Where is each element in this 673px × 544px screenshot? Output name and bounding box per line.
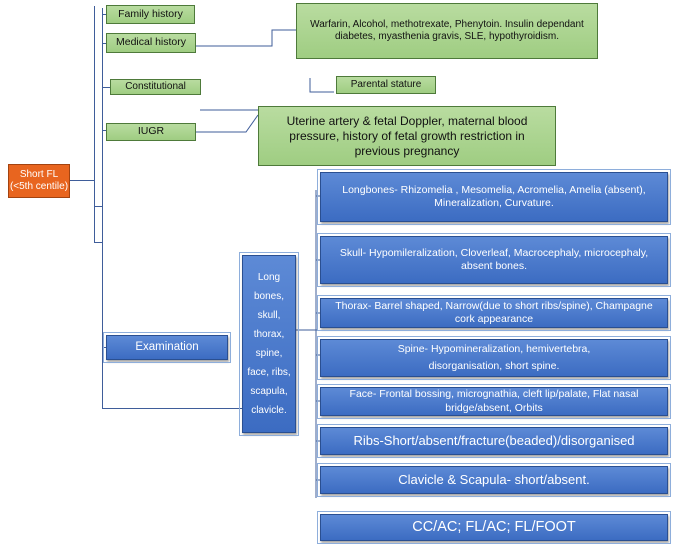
examination-parts-label: Long bones, skull, thorax, spine, face, … (247, 272, 291, 416)
ratios-text: CC/AC; FL/AC; FL/FOOT (412, 519, 576, 536)
medical-history-detail-node: Warfarin, Alcohol, methotrexate, Phenyto… (296, 3, 598, 59)
connector (94, 242, 102, 243)
finding-spine-text: Spine- Hypomineralization, hemivertebra,… (397, 343, 591, 372)
connector (94, 206, 102, 207)
constitutional-label: Constitutional (125, 80, 186, 92)
examination-node: Examination (103, 332, 231, 363)
finding-ribs-text: Ribs-Short/absent/fracture(beaded)/disor… (353, 432, 635, 448)
iugr-detail-text: Uterine artery & fetal Doppler, maternal… (286, 113, 528, 158)
finding-skull-text: Skull- Hypomileralization, Cloverleaf, M… (339, 246, 649, 272)
parental-stature-label: Parental stature (350, 78, 422, 90)
iugr-label: IUGR (137, 125, 165, 138)
finding-longbones: Longbones- Rhizomelia , Mesomelia, Acrom… (317, 169, 671, 225)
finding-face: Face- Frontal bossing, micrognathia, cle… (317, 384, 671, 419)
finding-clavicle-text: Clavicle & Scapula- short/absent. (398, 471, 590, 487)
connector (94, 6, 95, 242)
finding-thorax: Thorax- Barrel shaped, Narrow(due to sho… (317, 295, 671, 331)
finding-clavicle: Clavicle & Scapula- short/absent. (317, 463, 671, 497)
finding-ribs: Ribs-Short/absent/fracture(beaded)/disor… (317, 424, 671, 458)
constitutional-node: Constitutional (110, 79, 201, 95)
finding-face-text: Face- Frontal bossing, micrognathia, cle… (349, 388, 639, 414)
connector (102, 14, 106, 15)
medical-history-label: Medical history (115, 36, 187, 49)
finding-skull: Skull- Hypomileralization, Cloverleaf, M… (317, 233, 671, 287)
connector (102, 43, 106, 44)
finding-spine: Spine- Hypomineralization, hemivertebra,… (317, 336, 671, 380)
root-label: Short FL (<5th centile) (9, 168, 69, 193)
parental-stature-node: Parental stature (336, 76, 436, 94)
family-history-node: Family history (106, 5, 195, 24)
connector (102, 8, 103, 408)
finding-thorax-text: Thorax- Barrel shaped, Narrow(due to sho… (335, 299, 653, 325)
connector (70, 180, 94, 181)
examination-parts-node: Long bones, skull, thorax, spine, face, … (239, 252, 299, 436)
finding-longbones-text: Longbones- Rhizomelia , Mesomelia, Acrom… (342, 183, 646, 209)
connector (102, 408, 242, 409)
family-history-label: Family history (118, 7, 183, 20)
connector (102, 130, 106, 131)
examination-label: Examination (135, 341, 199, 354)
medical-history-node: Medical history (106, 33, 196, 53)
connector (102, 87, 110, 88)
root-node: Short FL (<5th centile) (8, 164, 70, 198)
medical-history-detail-text: Warfarin, Alcohol, methotrexate, Phenyto… (310, 18, 584, 43)
connector (102, 347, 106, 348)
iugr-node: IUGR (106, 123, 196, 141)
iugr-detail-node: Uterine artery & fetal Doppler, maternal… (258, 106, 556, 166)
ratios-node: CC/AC; FL/AC; FL/FOOT (317, 511, 671, 544)
